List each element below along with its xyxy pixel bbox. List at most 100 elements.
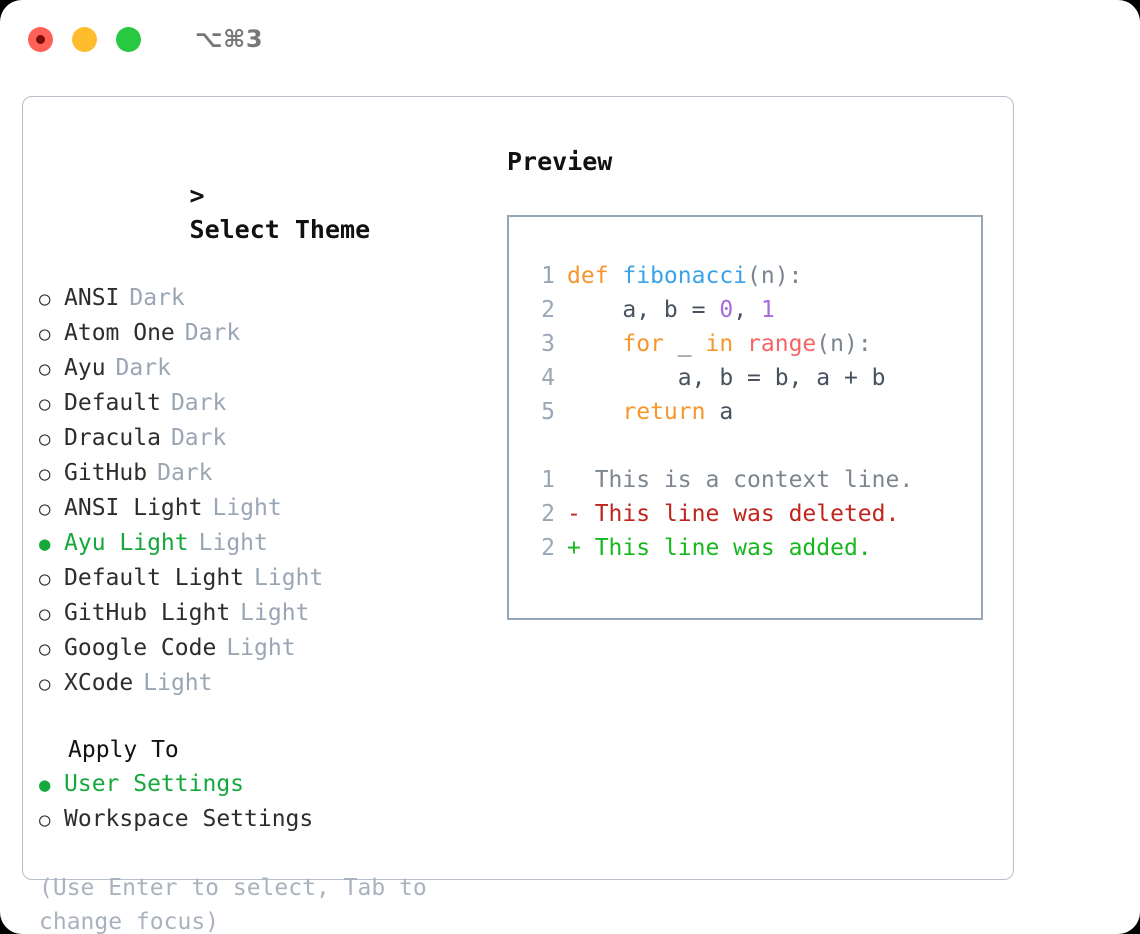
apply-to-option-workspace-settings[interactable]: ○Workspace Settings	[39, 802, 501, 837]
theme-variant-tag: Light	[212, 495, 282, 521]
hint-spacer	[39, 837, 501, 871]
line-number: 2	[541, 297, 555, 323]
code-token-plain: a, b = b, a + b	[567, 365, 886, 391]
code-token-kw: return	[622, 399, 706, 425]
theme-variant-tag: Light	[143, 670, 213, 696]
theme-variant-tag: Dark	[184, 320, 241, 346]
diff-line: 2- This line was deleted.	[525, 497, 981, 531]
close-window-button[interactable]	[28, 26, 53, 52]
radio-unselected-icon: ○	[39, 428, 51, 450]
diff-sample: 1 This is a context line.2- This line wa…	[525, 463, 981, 565]
line-number: 5	[541, 399, 555, 425]
code-line-text: return a	[567, 395, 733, 429]
diff-line: 1 This is a context line.	[525, 463, 981, 497]
diff-line-text: - This line was deleted.	[567, 497, 899, 531]
code-line: 3 for _ in range(n):	[525, 327, 981, 361]
radio-unselected-icon: ○	[39, 603, 51, 625]
line-number: 1	[541, 263, 555, 289]
code-token-kw: for	[622, 331, 664, 357]
theme-option-label: Google Code	[64, 635, 217, 661]
code-line-text: a, b = b, a + b	[567, 361, 886, 395]
code-line-text: for _ in range(n):	[567, 327, 872, 361]
code-token-plain: a, b =	[567, 297, 720, 323]
radio-unselected-icon: ○	[39, 323, 51, 345]
theme-variant-tag: Light	[198, 530, 268, 556]
code-token-kw: in	[705, 331, 734, 357]
code-token-plain: ,	[733, 297, 761, 323]
keyboard-hint: (Use Enter to select, Tab to change focu…	[39, 875, 427, 934]
code-line: 2 a, b = 0, 1	[525, 293, 981, 327]
theme-option-atom-one[interactable]: ○ Atom One Dark	[39, 316, 501, 351]
theme-option-label: Atom One	[64, 320, 175, 346]
theme-option-github-light[interactable]: ○ GitHub Light Light	[39, 596, 501, 631]
theme-option-default-light[interactable]: ○ Default Light Light	[39, 561, 501, 596]
code-diff-spacer	[525, 429, 981, 463]
theme-option-ayu-light[interactable]: ● Ayu Light Light	[39, 526, 501, 561]
theme-variant-tag: Light	[240, 600, 310, 626]
theme-option-label: Default	[64, 390, 161, 416]
diff-line-text: + This line was added.	[567, 531, 872, 565]
keyboard-shortcut-label: ⌥⌘3	[195, 25, 264, 53]
code-token-num: 1	[760, 297, 775, 323]
theme-option-label: GitHub Light	[64, 600, 231, 626]
diff-text: This line was added.	[580, 535, 872, 561]
radio-unselected-icon: ○	[39, 288, 51, 310]
zoom-window-button[interactable]	[116, 26, 141, 52]
code-line-text: a, b = 0, 1	[567, 293, 775, 327]
radio-unselected-icon: ○	[39, 809, 51, 831]
radio-selected-icon: ●	[39, 774, 51, 796]
line-number: 4	[541, 365, 555, 391]
theme-option-label: Ayu	[64, 355, 106, 381]
diff-sign	[567, 467, 581, 493]
radio-unselected-icon: ○	[39, 358, 51, 380]
code-token-plain	[733, 331, 747, 357]
theme-option-label: Default Light	[64, 565, 245, 591]
theme-option-dracula[interactable]: ○ Dracula Dark	[39, 421, 501, 456]
code-token-plain: a	[705, 399, 734, 425]
code-token-plain	[567, 331, 622, 357]
radio-selected-icon: ●	[39, 533, 51, 555]
diff-text: This is a context line.	[580, 467, 914, 493]
apply-to-option-user-settings[interactable]: ● User Settings	[39, 767, 501, 802]
radio-unselected-icon: ○	[39, 638, 51, 660]
minimize-window-button[interactable]	[72, 26, 97, 52]
select-theme-title: Select Theme	[189, 215, 371, 244]
theme-option-label: Dracula	[64, 425, 161, 451]
code-token-call: range	[747, 331, 817, 357]
theme-option-label: Ayu Light	[64, 530, 189, 556]
code-token-fn: fibonacci	[622, 263, 748, 289]
apply-to-option-label: User Settings	[64, 771, 245, 797]
diff-line: 2 + This line was added.	[525, 531, 981, 565]
theme-option-label: ANSI Light	[64, 495, 203, 521]
theme-variant-tag: Dark	[157, 460, 213, 486]
select-theme-heading: > Select Theme	[39, 145, 501, 281]
line-number: 1	[541, 467, 555, 493]
theme-variant-tag: Dark	[170, 425, 227, 451]
diff-line-text: This is a context line.	[567, 463, 914, 497]
code-token-plain: _	[663, 331, 706, 357]
theme-variant-tag: Light	[254, 565, 324, 591]
radio-unselected-icon: ○	[39, 568, 51, 590]
traffic-lights	[28, 26, 141, 52]
code-token-punc: (n):	[816, 331, 872, 357]
line-number: 2	[541, 535, 555, 561]
theme-option-label: ANSI	[64, 285, 120, 311]
code-token-kw: def	[567, 263, 623, 289]
code-token-plain	[567, 399, 622, 425]
apply-to-list: ● User Settings ○Workspace Settings	[39, 767, 501, 837]
